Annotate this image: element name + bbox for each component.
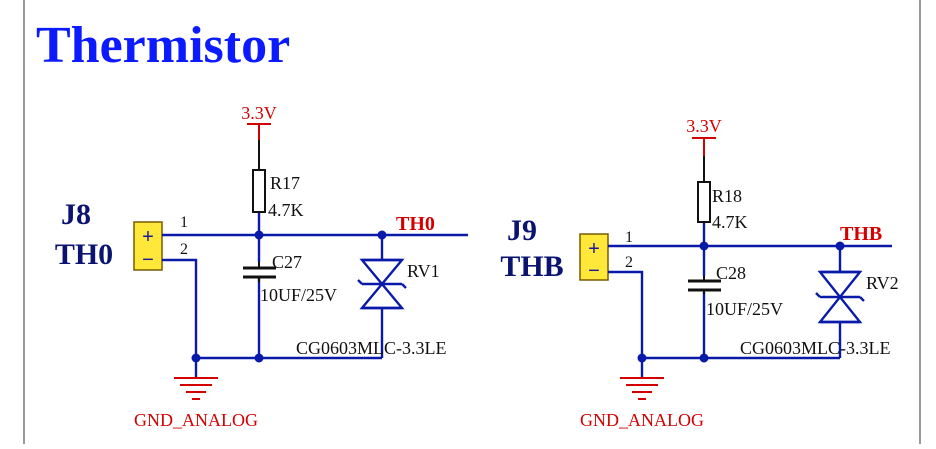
junction-dot: [637, 353, 647, 363]
connector-id: J8: [61, 198, 91, 231]
net-label: TH0: [396, 213, 435, 235]
resistor-symbol[interactable]: [697, 181, 711, 223]
junction-dot: [377, 230, 387, 240]
circuit-j8: J8 TH0 + − 1 2 3.3V R17 4.7K: [55, 103, 468, 430]
capacitor-value: 10UF/25V: [706, 299, 783, 319]
ground-label: GND_ANALOG: [134, 410, 258, 430]
tvs-ref: RV2: [866, 273, 899, 293]
supply-label: 3.3V: [241, 103, 277, 123]
junction-dot: [699, 353, 709, 363]
ground-icon[interactable]: [174, 377, 218, 400]
junction-dot: [835, 241, 845, 251]
pin-1-label: 1: [180, 214, 188, 231]
tvs-part-number: CG0603MLC-3.3LE: [740, 338, 891, 358]
connector-body[interactable]: [579, 233, 609, 281]
pin-2-label: 2: [180, 241, 188, 258]
schematic-title: Thermistor: [36, 17, 290, 74]
resistor-ref: R17: [270, 173, 300, 193]
ground-return-wire[interactable]: [162, 258, 382, 360]
resistor-ref: R18: [712, 186, 742, 206]
minus-icon: −: [142, 249, 154, 271]
capacitor-ref: C27: [272, 252, 302, 272]
resistor-symbol[interactable]: [252, 169, 266, 213]
tvs-part-number: CG0603MLC-3.3LE: [296, 338, 447, 358]
tvs-diode-symbol[interactable]: [815, 270, 865, 324]
resistor-value: 4.7K: [268, 200, 304, 220]
connector-name: THB: [500, 250, 563, 283]
tvs-diode-symbol[interactable]: [357, 258, 407, 310]
pin-2-label: 2: [625, 254, 633, 271]
power-symbol[interactable]: [692, 137, 716, 156]
connector-id: J9: [507, 214, 537, 247]
capacitor-ref: C28: [716, 263, 746, 283]
junction-dot: [254, 230, 264, 240]
supply-label: 3.3V: [686, 116, 722, 136]
capacitor-value: 10UF/25V: [260, 285, 337, 305]
plus-icon: +: [142, 226, 154, 248]
ground-icon[interactable]: [620, 377, 664, 400]
connector-name: TH0: [55, 238, 113, 271]
minus-icon: −: [588, 260, 600, 282]
junction-dot: [191, 353, 201, 363]
circuit-j9: J9 THB + − 1 2 3.3V R18 4.7K C28 1: [500, 116, 898, 430]
connector-body[interactable]: [133, 221, 163, 271]
pin-1-label: 1: [625, 229, 633, 246]
resistor-value: 4.7K: [712, 212, 748, 232]
ground-return-wire[interactable]: [608, 270, 840, 360]
tvs-ref: RV1: [407, 261, 440, 281]
power-symbol[interactable]: [247, 123, 271, 140]
junction-dot: [254, 353, 264, 363]
ground-label: GND_ANALOG: [580, 410, 704, 430]
junction-dot: [699, 241, 709, 251]
net-label: THB: [840, 223, 882, 245]
plus-icon: +: [588, 238, 600, 260]
